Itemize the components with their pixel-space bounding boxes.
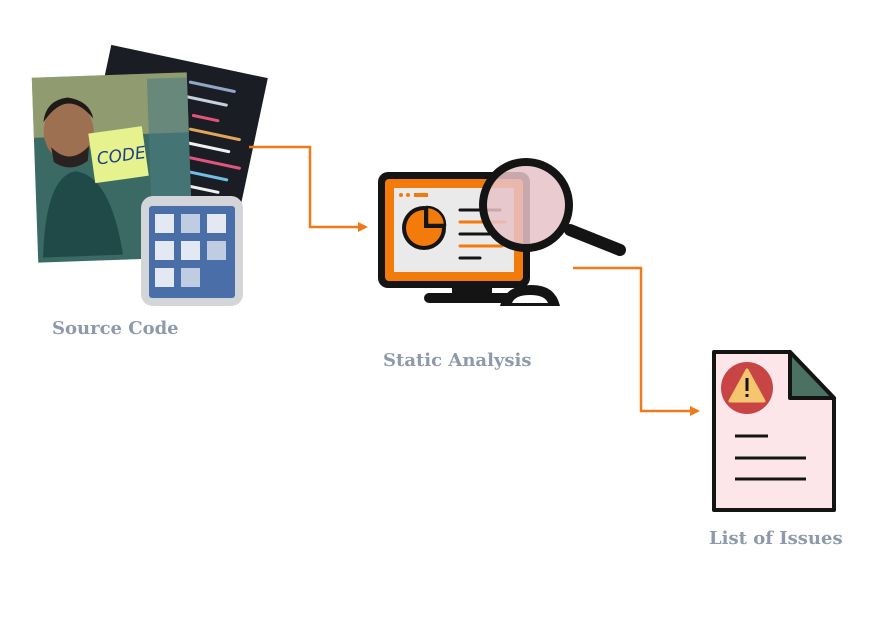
grid-app-icon (141, 196, 243, 306)
arrow-analysis-to-issues (573, 266, 700, 416)
sticky-note: CODE (88, 126, 149, 184)
static-analysis-label: Static Analysis (383, 350, 532, 371)
magnifier-icon (479, 158, 626, 256)
list-of-issues-label: List of Issues (709, 528, 843, 549)
pie-chart-icon (402, 205, 447, 250)
warning-icon (721, 362, 773, 414)
source-code-label: Source Code (52, 318, 179, 339)
arrow-source-to-analysis (249, 145, 368, 232)
